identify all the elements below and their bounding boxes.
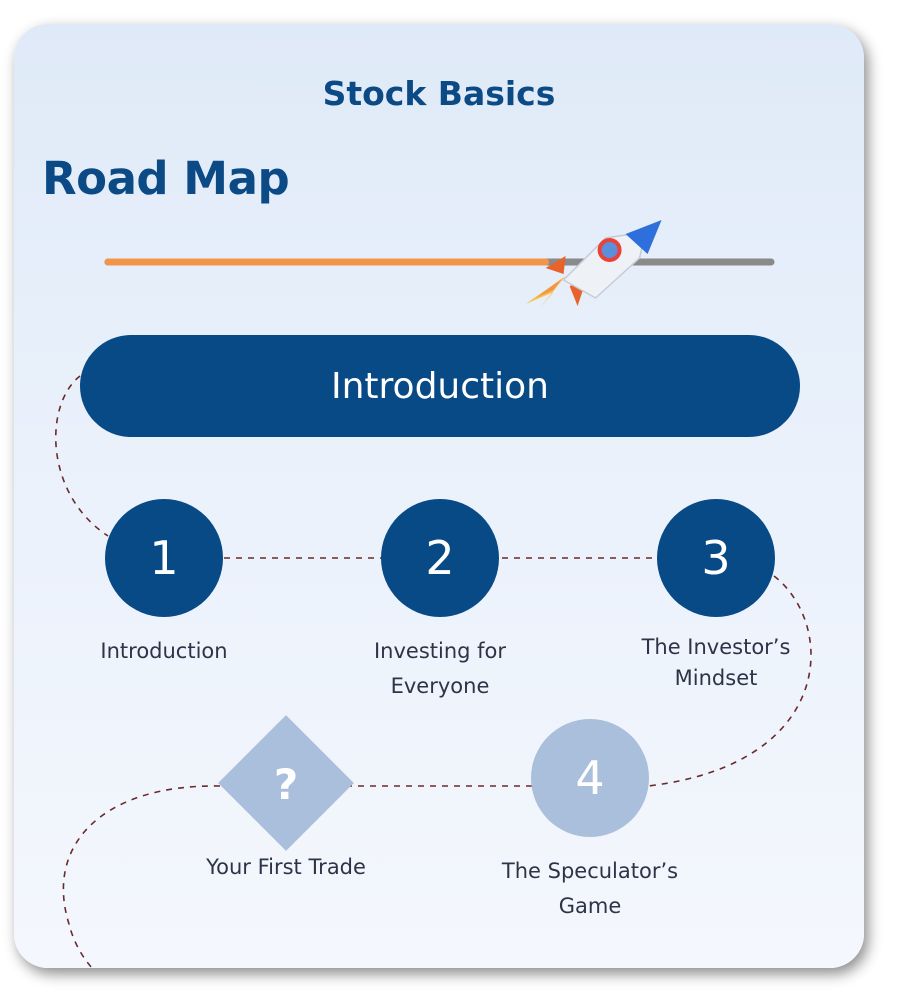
quiz-marker[interactable]: ? (273, 759, 299, 809)
roadmap-graphics (55, 220, 812, 968)
step-2-label: Investing for Everyone (373, 639, 507, 698)
step-3-label: The Investor’s Mindset (641, 635, 791, 690)
step-2-node[interactable]: 2 (381, 499, 499, 617)
route-path (55, 375, 812, 968)
roadmap-card: Stock Basics Road Map Introduction 1 2 3… (14, 24, 864, 968)
step-1-node[interactable]: 1 (105, 499, 223, 617)
roadmap-title: Road Map (42, 152, 290, 205)
page-title: Stock Basics (322, 74, 556, 113)
step-3-node[interactable]: 3 (657, 499, 775, 617)
step-4-node[interactable]: 4 (531, 719, 649, 837)
rocket-icon (525, 220, 662, 308)
step-5-label: Your First Trade (206, 855, 366, 879)
section-banner[interactable]: Introduction (80, 335, 800, 437)
step-4-label: The Speculator’s Game (501, 859, 679, 918)
step-1-label: Introduction (100, 639, 228, 663)
